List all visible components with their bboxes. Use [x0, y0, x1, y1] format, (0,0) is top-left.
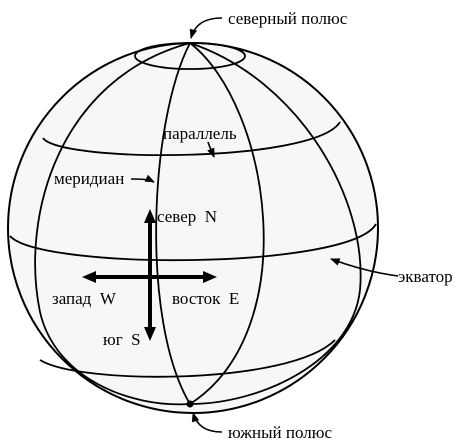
east-label: восток E	[172, 289, 239, 308]
south-pole-pointer	[193, 413, 222, 432]
north-label: север N	[157, 207, 217, 226]
south-pole-dot	[187, 401, 194, 408]
parallel-label: параллель	[163, 124, 237, 143]
west-label: запад W	[52, 289, 117, 308]
meridian-label: меридиан	[54, 169, 124, 188]
north-pole-pointer	[191, 18, 222, 38]
north-pole-label: северный полюс	[228, 9, 348, 28]
south-pole-label: южный полюс	[228, 423, 332, 440]
equator-label: экватор	[398, 267, 453, 286]
south-label: юг S	[103, 330, 141, 349]
